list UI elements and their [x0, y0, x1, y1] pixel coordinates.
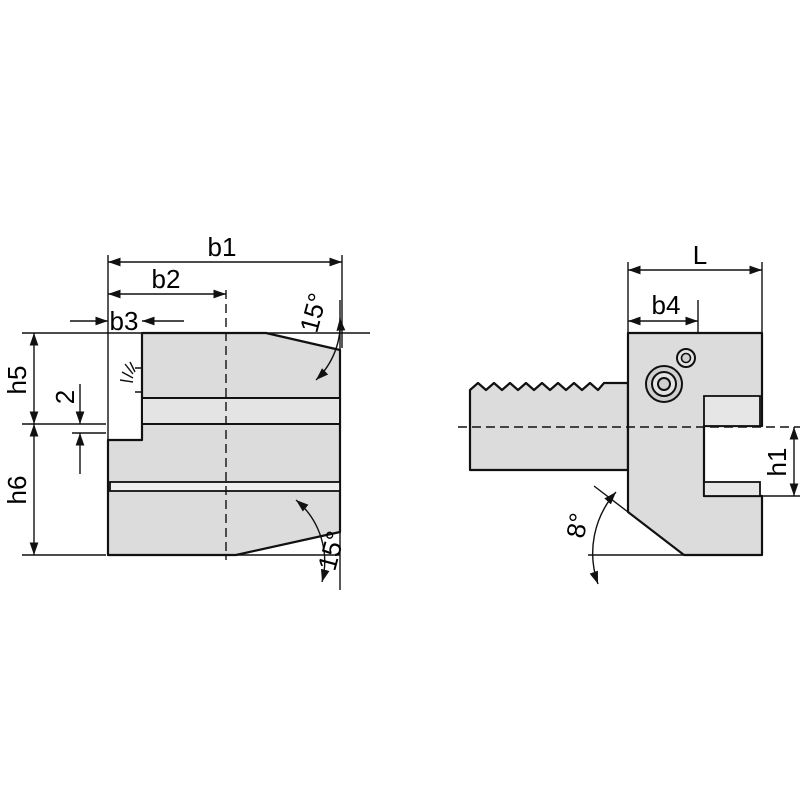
dim-b3-label: b3	[110, 306, 139, 336]
dim-b1-label: b1	[208, 232, 237, 262]
dim-h6-label: h6	[2, 476, 32, 505]
angle-side-label: 8°	[560, 511, 594, 541]
dim-b2-label: b2	[152, 264, 181, 294]
notch-upper-rail	[703, 395, 761, 427]
dim-h1-label: h1	[762, 448, 792, 477]
upper-guide-slot	[141, 397, 341, 425]
notch-lower-rail	[703, 481, 761, 497]
dim-L-label: L	[693, 240, 707, 270]
coolant-nozzle-icon	[119, 361, 143, 393]
front-view-body	[106, 331, 342, 557]
side-view: L b4 h1 8°	[458, 240, 800, 585]
dim-b4-label: b4	[652, 290, 681, 320]
side-view-body	[626, 331, 764, 557]
dim-2-label: 2	[50, 390, 80, 404]
angle-top-label: 15°	[294, 290, 333, 336]
clamp-screw-icon	[645, 348, 696, 403]
dim-h5-label: h5	[2, 366, 32, 395]
lower-guide-slot	[109, 481, 341, 492]
front-view: b1 b2 b3 h5 h6 2 15° 15°	[2, 232, 370, 590]
